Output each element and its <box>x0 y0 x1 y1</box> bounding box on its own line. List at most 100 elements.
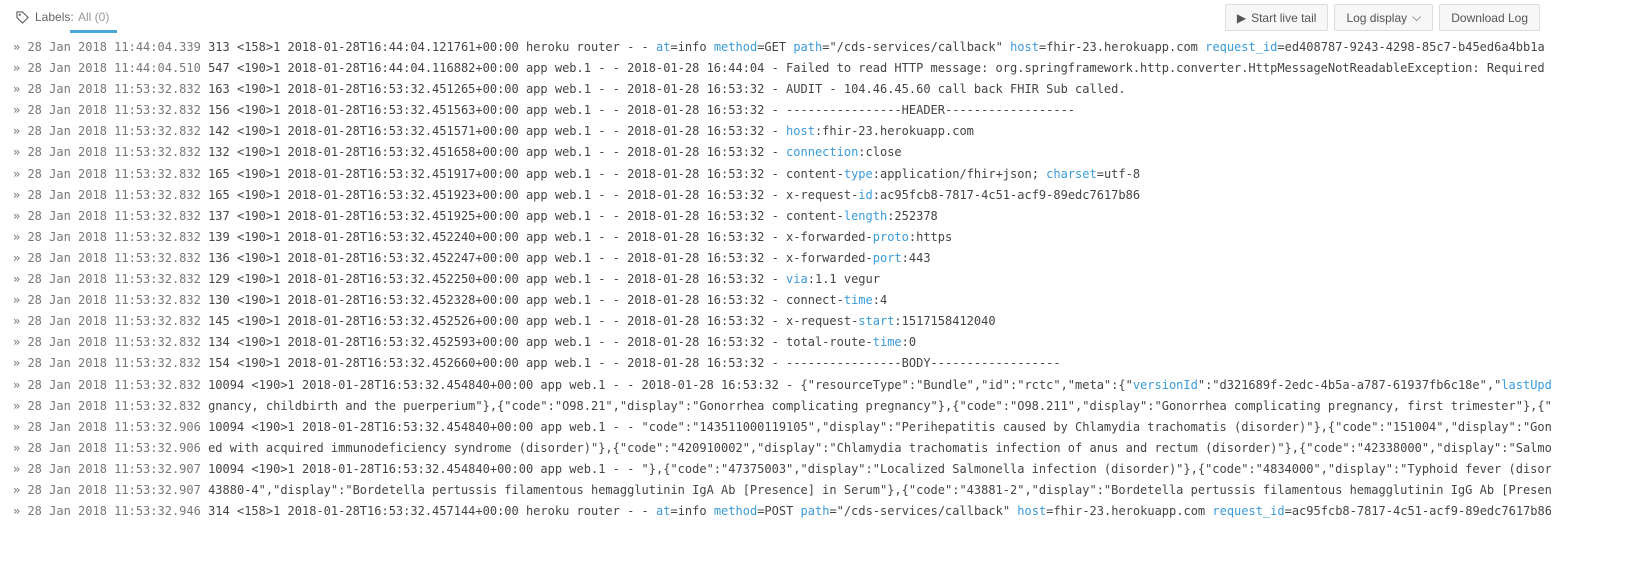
log-line[interactable]: » 28 Jan 2018 11:53:32.832 136 <190>1 20… <box>0 248 1551 269</box>
log-line[interactable]: » 28 Jan 2018 11:44:04.339 313 <158>1 20… <box>0 37 1551 58</box>
log-key: time <box>843 293 873 308</box>
log-timestamp: » 28 Jan 2018 11:53:32.907 <box>13 482 209 497</box>
log-text: 139 <190>1 2018-01-28T16:53:32.452240+00… <box>208 229 873 244</box>
log-text: =info <box>670 40 714 54</box>
log-line[interactable]: » 28 Jan 2018 11:53:32.832 165 <190>1 20… <box>0 164 1551 185</box>
download-log-label: Download Log <box>1451 10 1528 25</box>
log-key: path <box>800 504 830 519</box>
log-text: 547 <190>1 2018-01-28T16:44:04.116882+00… <box>208 61 1551 76</box>
log-line[interactable]: » 28 Jan 2018 11:53:32.832 142 <190>1 20… <box>0 121 1551 142</box>
log-line[interactable]: » 28 Jan 2018 11:53:32.907 10094 <190>1 … <box>0 459 1551 480</box>
log-text: 43880-4","display":"Bordetella pertussis… <box>208 482 1551 497</box>
log-key: host <box>786 124 815 139</box>
tag-icon <box>16 10 29 24</box>
log-text: :1.1 vegur <box>807 272 880 287</box>
log-text: 10094 <190>1 2018-01-28T16:53:32.454840+… <box>208 461 1551 476</box>
log-text: ="/cds-services/callback" <box>822 40 1011 54</box>
log-key: at <box>656 40 671 54</box>
log-text: 163 <190>1 2018-01-28T16:53:32.451265+00… <box>208 82 1126 97</box>
log-text: :4 <box>872 293 888 308</box>
log-key: port <box>872 250 902 265</box>
log-line[interactable]: » 28 Jan 2018 11:53:32.832 163 <190>1 20… <box>0 79 1551 100</box>
log-timestamp: » 28 Jan 2018 11:53:32.946 <box>13 504 209 519</box>
log-key: via <box>786 272 808 287</box>
log-line[interactable]: » 28 Jan 2018 11:44:04.510 547 <190>1 20… <box>0 58 1551 79</box>
tab-all[interactable]: All (0) <box>70 10 118 33</box>
log-timestamp: » 28 Jan 2018 11:44:04.339 <box>13 40 209 54</box>
log-text: 313 <158>1 2018-01-28T16:44:04.121761+00… <box>208 40 657 54</box>
log-text: :ac95fcb8-7817-4c51-acf9-89edc7617b86 <box>872 187 1141 202</box>
log-timestamp: » 28 Jan 2018 11:53:32.832 <box>13 314 209 329</box>
log-key: start <box>858 314 895 329</box>
log-key: proto <box>872 229 909 244</box>
log-text: :https <box>908 229 953 244</box>
log-line[interactable]: » 28 Jan 2018 11:53:32.832 129 <190>1 20… <box>0 269 1551 290</box>
log-line[interactable]: » 28 Jan 2018 11:53:32.832 137 <190>1 20… <box>0 206 1551 227</box>
log-line[interactable]: » 28 Jan 2018 11:53:32.832 145 <190>1 20… <box>0 311 1551 332</box>
log-display-label: Log display <box>1346 10 1408 25</box>
log-line[interactable]: » 28 Jan 2018 11:53:32.832 gnancy, child… <box>0 396 1551 417</box>
log-line[interactable]: » 28 Jan 2018 11:53:32.832 156 <190>1 20… <box>0 100 1551 121</box>
log-timestamp: » 28 Jan 2018 11:53:32.832 <box>13 103 209 118</box>
log-list: » 28 Jan 2018 11:44:04.339 313 <158>1 20… <box>0 37 1638 522</box>
labels-section: Labels: <box>16 10 74 24</box>
log-timestamp: » 28 Jan 2018 11:53:32.832 <box>13 356 209 371</box>
log-line[interactable]: » 28 Jan 2018 11:53:32.832 132 <190>1 20… <box>0 142 1551 163</box>
log-timestamp: » 28 Jan 2018 11:53:32.832 <box>13 208 209 223</box>
log-timestamp: » 28 Jan 2018 11:53:32.832 <box>13 124 209 139</box>
download-log-button[interactable]: Download Log <box>1439 4 1540 31</box>
log-text: :1517158412040 <box>894 314 996 329</box>
log-key: request_id <box>1212 504 1285 519</box>
log-key: charset <box>1046 166 1097 181</box>
log-text: :252378 <box>887 208 938 223</box>
log-text: 132 <190>1 2018-01-28T16:53:32.451658+00… <box>208 145 787 160</box>
play-icon: ▶ <box>1236 10 1247 25</box>
log-timestamp: » 28 Jan 2018 11:53:32.832 <box>13 377 209 392</box>
log-text: :443 <box>901 250 931 265</box>
log-timestamp: » 28 Jan 2018 11:53:32.832 <box>13 82 209 97</box>
log-line[interactable]: » 28 Jan 2018 11:53:32.832 10094 <190>1 … <box>0 375 1551 396</box>
log-key: host <box>1017 504 1047 519</box>
log-text: 142 <190>1 2018-01-28T16:53:32.451571+00… <box>208 124 787 139</box>
log-line[interactable]: » 28 Jan 2018 11:53:32.906 ed with acqui… <box>0 438 1551 459</box>
log-text: =POST <box>757 504 801 519</box>
log-line[interactable]: » 28 Jan 2018 11:53:32.832 139 <190>1 20… <box>0 227 1551 248</box>
log-text: ed with acquired immunodeficiency syndro… <box>208 440 1551 455</box>
log-text: 130 <190>1 2018-01-28T16:53:32.452328+00… <box>208 293 844 308</box>
start-live-tail-label: Start live tail <box>1251 10 1317 25</box>
log-text: 165 <190>1 2018-01-28T16:53:32.451923+00… <box>208 187 859 202</box>
log-timestamp: » 28 Jan 2018 11:53:32.907 <box>13 461 209 476</box>
log-text: 165 <190>1 2018-01-28T16:53:32.451917+00… <box>208 166 844 181</box>
log-text: :close <box>858 145 902 160</box>
log-timestamp: » 28 Jan 2018 11:53:32.832 <box>13 293 209 308</box>
log-text: =ed408787-9243-4298-85c7-b45ed6a4bb1a <box>1277 40 1551 54</box>
log-text: 136 <190>1 2018-01-28T16:53:32.452247+00… <box>208 250 873 265</box>
log-line[interactable]: » 28 Jan 2018 11:53:32.832 154 <190>1 20… <box>0 353 1551 374</box>
log-display-dropdown[interactable]: Log display ⌵ <box>1334 4 1434 31</box>
log-line[interactable]: » 28 Jan 2018 11:53:32.907 43880-4","dis… <box>0 480 1551 501</box>
log-timestamp: » 28 Jan 2018 11:53:32.832 <box>13 187 209 202</box>
log-timestamp: » 28 Jan 2018 11:53:32.832 <box>13 250 209 265</box>
log-line[interactable]: » 28 Jan 2018 11:53:32.832 165 <190>1 20… <box>0 185 1551 206</box>
chevron-down-icon: ⌵ <box>1412 10 1422 24</box>
log-key: connection <box>786 145 859 160</box>
log-line[interactable]: » 28 Jan 2018 11:53:32.906 10094 <190>1 … <box>0 417 1551 438</box>
log-key: request_id <box>1205 40 1278 54</box>
log-line[interactable]: » 28 Jan 2018 11:53:32.946 314 <158>1 20… <box>0 501 1551 522</box>
log-text: ":"d321689f-2edc-4b5a-a787-61937fb6c18e"… <box>1197 377 1502 392</box>
log-text: =fhir-23.herokuapp.com <box>1046 504 1213 519</box>
log-timestamp: » 28 Jan 2018 11:53:32.906 <box>13 419 209 434</box>
log-key: lastUpdated <box>1501 377 1551 392</box>
log-text: 137 <190>1 2018-01-28T16:53:32.451925+00… <box>208 208 844 223</box>
start-live-tail-button[interactable]: ▶ Start live tail <box>1224 4 1329 31</box>
log-line[interactable]: » 28 Jan 2018 11:53:32.832 134 <190>1 20… <box>0 332 1551 353</box>
labels-label: Labels: <box>35 10 74 24</box>
log-line[interactable]: » 28 Jan 2018 11:53:32.832 130 <190>1 20… <box>0 290 1551 311</box>
log-text: =fhir-23.herokuapp.com <box>1038 40 1206 54</box>
log-text: =info <box>670 504 714 519</box>
log-key: type <box>843 166 873 181</box>
log-key: path <box>793 40 823 54</box>
log-text: =ac95fcb8-7817-4c51-acf9-89edc7617b86 <box>1284 504 1551 519</box>
log-timestamp: » 28 Jan 2018 11:53:32.906 <box>13 440 209 455</box>
log-text: 10094 <190>1 2018-01-28T16:53:32.454840+… <box>208 419 1551 434</box>
